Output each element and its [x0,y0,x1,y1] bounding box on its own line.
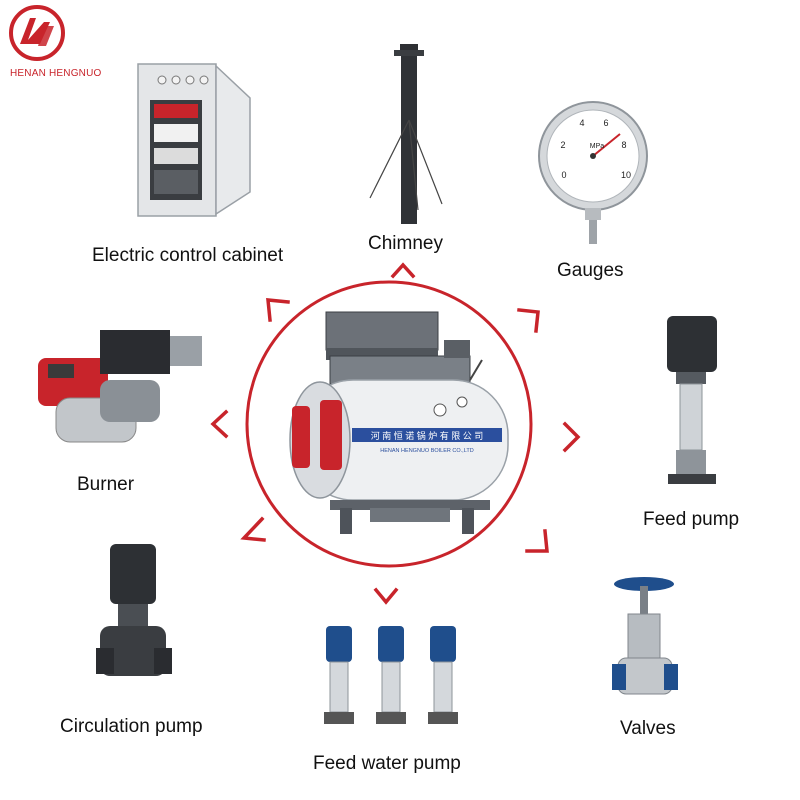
arrow-down [373,587,399,605]
arrow-upper-right [517,308,540,333]
gauge-tick-6: 6 [603,118,608,128]
label-feed-water-pump: Feed water pump [313,753,461,774]
gauge-tick-2: 2 [560,140,565,150]
feed-pump-illustration [667,316,717,484]
label-burner: Burner [77,474,135,495]
label-circulation-pump: Circulation pump [60,716,203,737]
circulation-pump-illustration [96,544,172,676]
label-feed-pump: Feed pump [643,509,740,530]
brand-logo: HENAN HENGNUO [6,4,101,79]
label-chimney: Chimney [368,233,443,254]
gauge-unit: MPa [590,143,605,150]
feed-water-pumps-illustration [324,626,458,724]
label-gauges: Gauges [557,260,624,281]
hengnuo-logo-icon [9,5,65,61]
gauge-tick-8: 8 [621,140,626,150]
arrow-up [390,262,416,279]
arrow-lower-left [240,516,266,542]
boiler-illustration: 河 南 恒 诺 锅 炉 有 限 公 司 HENAN HENGNUO BOILER… [289,311,509,534]
arrow-lower-right [525,529,549,553]
gauge-tick-10: 10 [621,170,631,180]
gauge-tick-0: 0 [561,170,566,180]
electric-control-cabinet-illustration [137,63,251,217]
chimney-illustration [369,44,443,224]
label-electric-control-cabinet: Electric control cabinet [92,245,284,266]
label-valves: Valves [620,718,676,739]
arrow-right [562,421,581,453]
arrow-upper-left [266,298,290,322]
center-circle [245,280,533,568]
burner-illustration [38,330,202,443]
boiler-banner-cn: 河 南 恒 诺 锅 炉 有 限 公 司 [371,430,484,441]
gauge-tick-4: 4 [579,118,584,128]
pressure-gauge-illustration [538,101,648,244]
boiler-banner-en: HENAN HENGNUO BOILER CO.,LTD [380,448,473,454]
arrow-left [210,409,229,439]
gate-valve-illustration [612,577,678,695]
brand-name: HENAN HENGNUO [10,68,102,79]
